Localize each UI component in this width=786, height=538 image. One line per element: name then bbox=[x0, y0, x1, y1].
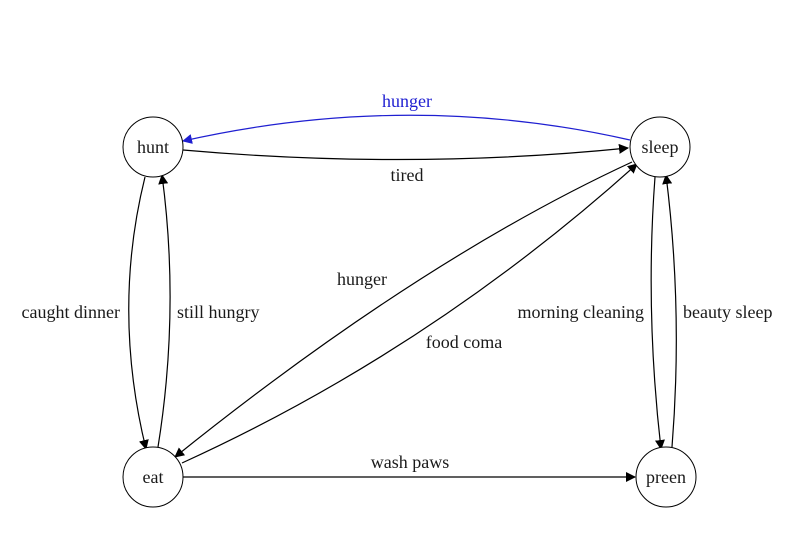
edge-eat-preen[interactable]: wash paws bbox=[183, 452, 636, 482]
node-hunt-circle bbox=[122, 116, 184, 178]
edge-sleep-hunt[interactable]: hunger bbox=[182, 91, 631, 144]
node-preen[interactable]: preen bbox=[635, 446, 697, 508]
edge-eat-sleep-label: food coma bbox=[426, 332, 502, 352]
edge-preen-sleep-path bbox=[662, 174, 677, 448]
edge-preen-sleep[interactable]: beauty sleep bbox=[662, 174, 772, 448]
edge-hunt-sleep-label: tired bbox=[391, 165, 424, 185]
node-sleep-circle bbox=[629, 116, 691, 178]
edge-hunt-eat-label: caught dinner bbox=[22, 302, 120, 322]
edge-eat-hunt-path bbox=[157, 174, 171, 448]
node-hunt[interactable]: hunt bbox=[122, 116, 184, 178]
edge-sleep-preen-path bbox=[650, 176, 665, 450]
node-hunt-label: hunt bbox=[137, 137, 169, 157]
node-eat-circle bbox=[122, 446, 184, 508]
edge-sleep-eat-path bbox=[174, 161, 633, 458]
edge-eat-preen-label: wash paws bbox=[371, 452, 450, 472]
edges: hunger tired caught dinner still hungry … bbox=[22, 91, 772, 482]
edge-hunt-eat-path bbox=[128, 176, 149, 450]
node-eat-label: eat bbox=[143, 467, 164, 487]
edge-sleep-hunt-label: hunger bbox=[382, 91, 432, 111]
node-preen-circle bbox=[635, 446, 697, 508]
edge-hunt-sleep[interactable]: tired bbox=[182, 143, 629, 185]
edge-eat-hunt-label: still hungry bbox=[177, 302, 260, 322]
node-preen-label: preen bbox=[646, 467, 686, 487]
edge-hunt-sleep-path bbox=[182, 143, 629, 161]
edge-eat-hunt[interactable]: still hungry bbox=[157, 174, 260, 448]
nodes: hunt sleep eat preen bbox=[122, 116, 697, 508]
edge-sleep-eat[interactable]: hunger bbox=[174, 161, 633, 458]
edge-preen-sleep-label: beauty sleep bbox=[683, 302, 772, 322]
edge-sleep-preen[interactable]: morning cleaning bbox=[518, 176, 665, 450]
edge-sleep-hunt-path bbox=[182, 114, 631, 144]
edge-hunt-eat[interactable]: caught dinner bbox=[22, 176, 149, 450]
edge-sleep-preen-label: morning cleaning bbox=[518, 302, 644, 322]
node-sleep[interactable]: sleep bbox=[629, 116, 691, 178]
node-eat[interactable]: eat bbox=[122, 446, 184, 508]
node-sleep-label: sleep bbox=[642, 137, 679, 157]
edge-eat-sleep-path bbox=[181, 163, 638, 464]
edge-sleep-eat-label: hunger bbox=[337, 269, 387, 289]
edge-eat-sleep[interactable]: food coma bbox=[181, 163, 638, 464]
